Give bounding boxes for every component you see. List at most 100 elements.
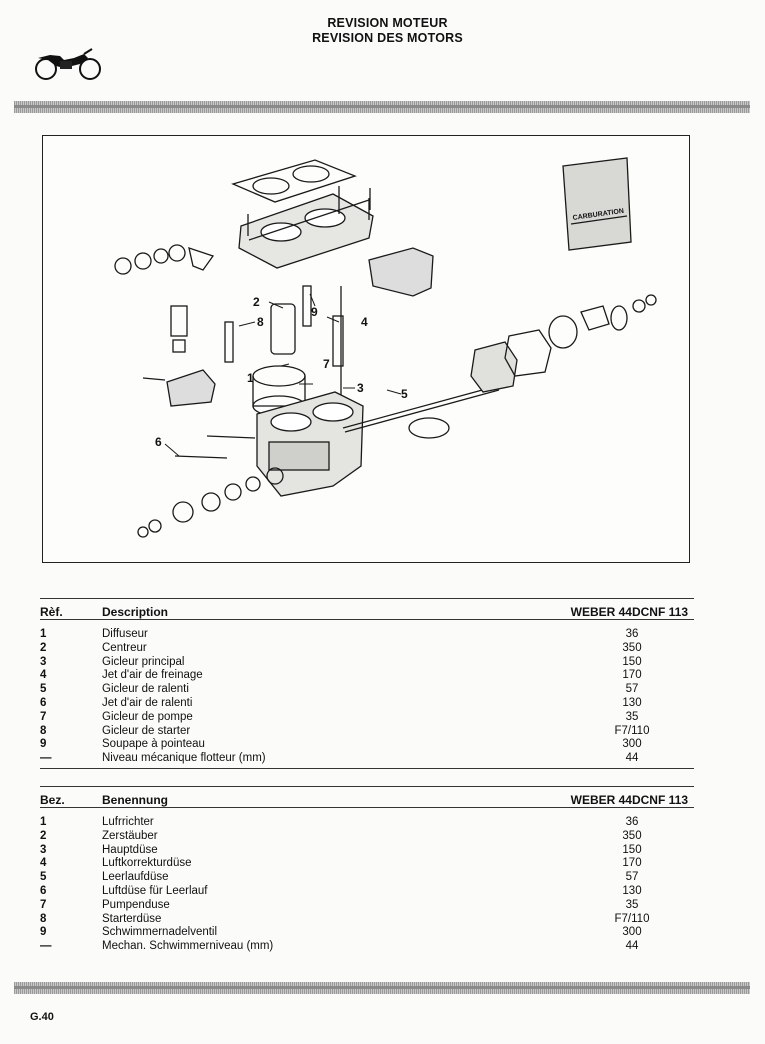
header-description: Benennung (102, 793, 168, 807)
table-header: Bez. Benennung WEBER 44DCNF 113 (40, 786, 694, 808)
row-desc: Gicleur de ralenti (102, 683, 189, 696)
row-ref: 3 (40, 655, 47, 668)
row-value: 35 (625, 898, 639, 911)
table-body: 1 Lufrrichter 36 2 Zerstäuber 350 3 Hauptdüse… (40, 808, 694, 954)
header-value: WEBER 44DCNF 113 (570, 793, 688, 807)
row-value: 130 (622, 884, 642, 897)
row-desc: Pumpenduse (102, 898, 170, 911)
motorcycle-icon (35, 48, 101, 80)
row-ref: 9 (40, 738, 47, 751)
callout-3: 3 (357, 381, 364, 395)
callout-4: 4 (361, 315, 368, 329)
header-value: WEBER 44DCNF 113 (570, 605, 688, 619)
jet-table-french: Rèf. Description WEBER 44DCNF 113 1 Diffu… (40, 598, 694, 769)
callout-6: 6 (155, 435, 162, 449)
row-ref: 8 (40, 912, 47, 925)
row-value: 350 (622, 829, 642, 842)
row-value: 44 (625, 940, 639, 953)
row-value: 150 (622, 655, 642, 668)
row-ref: — (40, 752, 52, 765)
row-ref: — (40, 940, 52, 953)
row-desc: Mechan. Schwimmerniveau (mm) (102, 940, 274, 953)
table-row: 5 Gicleur de ralenti 57 (40, 683, 694, 697)
row-desc: Hauptdüse (102, 843, 158, 856)
title-line-1: REVISION MOTEUR (327, 16, 448, 30)
row-desc: Jet d'air de freinage (102, 669, 203, 682)
table-row: 5 Leerlaufdüse 57 (40, 871, 694, 885)
table-bottom-rule (40, 767, 694, 769)
row-desc: Lufrrichter (102, 816, 154, 828)
table-row: —Niveau mécanique flotteur (mm)44 (40, 752, 694, 766)
row-ref: 9 (40, 926, 47, 939)
float (368, 247, 434, 297)
table-row: 2 Zerstäuber 350 (40, 830, 694, 844)
row-desc: Luftkorrekturdüse (102, 857, 192, 870)
row-desc: Starterdüse (102, 912, 162, 925)
row-value: 170 (622, 669, 642, 682)
row-value: 36 (625, 816, 639, 828)
row-ref: 3 (40, 843, 47, 856)
carburetor-exploded-diagram: 1 2 3 4 5 6 7 8 9 CARBURATION (114, 157, 657, 538)
row-desc: Centreur (102, 641, 147, 654)
callout-5: 5 (401, 387, 408, 401)
callout-9: 9 (311, 305, 318, 319)
header-description: Description (102, 605, 169, 619)
header-ref: Bez. (40, 793, 65, 807)
top-gasket (231, 159, 357, 203)
row-desc: Schwimmernadelventil (102, 926, 218, 939)
callout-2: 2 (253, 295, 260, 309)
row-ref: 4 (40, 857, 47, 870)
row-desc: Gicleur principal (102, 655, 185, 668)
row-ref: 2 (40, 641, 47, 654)
table-row: 4 Luftkorrekturdüse 170 (40, 857, 694, 871)
row-value: 57 (625, 871, 639, 884)
header-ref: Rèf. (40, 605, 63, 619)
table-row: — Mechan. Schwimmerniveau (mm) 44 (40, 940, 694, 954)
page-number: G.40 (30, 1011, 54, 1023)
row-desc: Soupape à pointeau (102, 738, 205, 751)
row-ref: 4 (40, 669, 47, 682)
table-row: 7 Pumpenduse 35 (40, 899, 694, 913)
row-desc: Jet d'air de ralenti (102, 696, 193, 709)
row-ref: 1 (40, 816, 47, 828)
row-ref: 1 (40, 628, 47, 640)
row-value: 35 (625, 710, 639, 723)
row-desc: Luftdüse für Leerlauf (102, 884, 208, 897)
table-row: 1 Lufrrichter 36 (40, 816, 694, 830)
row-desc: Zerstäuber (102, 829, 158, 842)
footer-divider (14, 982, 750, 994)
row-ref: 7 (40, 898, 47, 911)
row-ref: 5 (40, 683, 47, 696)
row-value: 130 (622, 696, 642, 709)
row-desc: Niveau mécanique flotteur (mm) (102, 752, 266, 765)
callout-8: 8 (257, 315, 264, 329)
callout-1: 1 (247, 371, 254, 385)
row-value: 57 (625, 683, 639, 696)
row-value: F7/110 (614, 912, 650, 925)
jet-table-german: Bez. Benennung WEBER 44DCNF 113 1 Lufrric… (40, 786, 694, 954)
row-value: 170 (622, 857, 642, 870)
row-desc: Diffuseur (102, 628, 148, 640)
row-desc: Leerlaufdüse (102, 871, 169, 884)
table-row: 3 Gicleur principal 150 (40, 656, 694, 670)
title-line-2: REVISION DES MOTORS (312, 31, 463, 45)
table-row: 4 Jet d'air de freinage 170 (40, 669, 694, 683)
table-row: 8 Starterdüse F7/110 (40, 913, 694, 927)
header-divider (14, 101, 750, 113)
callout-7: 7 (323, 357, 330, 371)
gasket-packet (562, 157, 632, 251)
row-ref: 5 (40, 871, 47, 884)
table-header: Rèf. Description WEBER 44DCNF 113 (40, 598, 694, 620)
row-ref: 2 (40, 829, 47, 842)
row-desc: Gicleur de pompe (102, 710, 193, 723)
